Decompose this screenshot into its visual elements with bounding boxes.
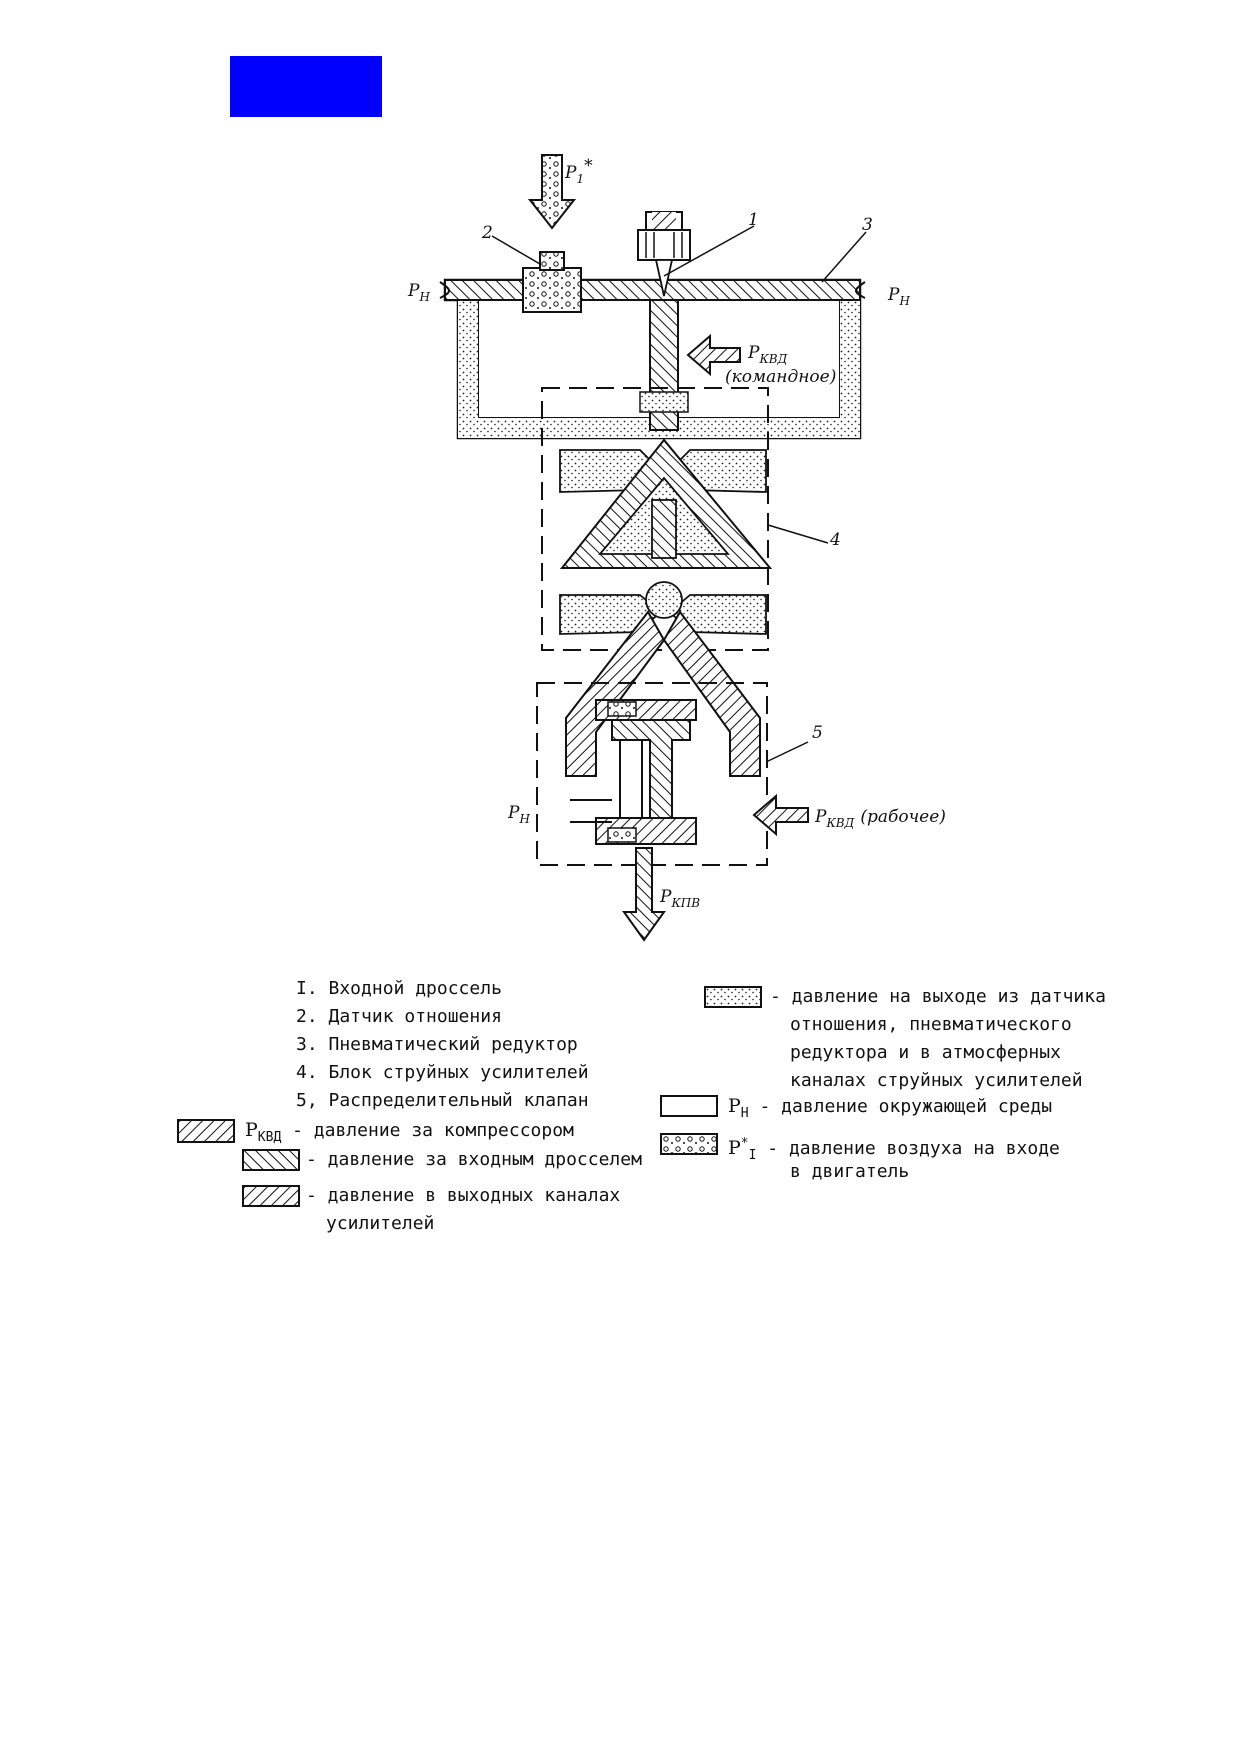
outlet-swatch — [242, 1185, 300, 1207]
legend-item-4: 4. Блок струйных усилителей — [296, 1062, 589, 1083]
ph-symbol: P — [728, 1095, 741, 1117]
inlet-throttle — [637, 211, 691, 297]
outlet-arrow — [622, 847, 666, 942]
amplifier-outlet-channels — [565, 610, 761, 777]
pkvd-symbol: P — [245, 1119, 258, 1141]
sensor-desc-3: редуктора и в атмосферных — [790, 1042, 1061, 1063]
svg-text:3: 3 — [862, 215, 873, 235]
jet-amplifier-block — [541, 387, 773, 651]
legend-item-1: I. Входной дроссель — [296, 978, 502, 999]
sensor-desc-2: отношения, пневматического — [790, 1014, 1072, 1035]
legend-item-2: 2. Датчик отношения — [296, 1006, 502, 1027]
ratio-sensor — [522, 251, 582, 313]
p1-sub: I — [748, 1148, 757, 1163]
inlet-label: P1* — [564, 156, 593, 186]
p1-swatch — [660, 1133, 718, 1155]
ph-valve-label: PH — [507, 803, 530, 826]
ph-sub: H — [740, 1106, 749, 1121]
callout-2: 2 — [481, 223, 541, 265]
legend-item-5: 5, Распределительный клапан — [296, 1090, 589, 1111]
callout-3: 3 — [821, 215, 873, 283]
ph-desc: - давление окружающей среды — [759, 1096, 1053, 1117]
svg-text:1: 1 — [748, 210, 759, 230]
ph-legend: PH - давление окружающей среды — [728, 1092, 1052, 1128]
pkvd-work-label: PКВД(рабочее) — [814, 807, 946, 830]
pkvd-desc: - давление за компрессором — [292, 1120, 574, 1141]
pkvd-swatch — [177, 1119, 235, 1143]
svg-text:2: 2 — [481, 223, 493, 243]
pkvd-command-label: PКВД — [747, 343, 788, 366]
p1-legend: P*I - давление воздуха на входе — [728, 1130, 1060, 1170]
outlet-desc-1: - давление в выходных каналах — [306, 1185, 621, 1206]
blue-block — [230, 56, 382, 117]
command-pressure-arrow — [686, 333, 741, 377]
legend-item-3: 3. Пневматический редуктор — [296, 1034, 578, 1055]
p1-desc-2: в двигатель — [790, 1161, 910, 1182]
callout-4: 4 — [767, 524, 841, 550]
ph-left-label: PH — [407, 281, 430, 304]
svg-text:4: 4 — [829, 530, 841, 550]
throttle-desc: - давление за входным дросселем — [306, 1149, 642, 1170]
callout-1: 1 — [663, 210, 759, 277]
sensor-desc-4: каналах струйных усилителей — [790, 1070, 1083, 1091]
svg-text:5: 5 — [812, 723, 823, 743]
outlet-desc-2: усилителей — [326, 1213, 435, 1234]
pkvd-legend: PКВД - давление за компрессором — [245, 1116, 574, 1152]
callout-5: 5 — [765, 723, 823, 763]
center-channel — [639, 299, 689, 431]
ph-swatch — [660, 1095, 718, 1117]
sensor-swatch — [704, 986, 762, 1008]
sensor-desc-1: - давление на выходе из датчика — [770, 986, 1106, 1007]
pkvd-sub: КВД — [257, 1130, 282, 1145]
command-note: (командное) — [725, 367, 836, 387]
p1-desc-1: - давление воздуха на входе — [767, 1138, 1060, 1159]
p1-sup: * — [740, 1136, 749, 1151]
p1-symbol: P — [728, 1137, 741, 1159]
throttle-swatch — [242, 1149, 300, 1171]
work-pressure-arrow — [752, 793, 809, 837]
inlet-arrow — [527, 154, 577, 230]
pkpv-label: PКПВ — [659, 887, 700, 910]
ph-right-label: PH — [887, 285, 910, 308]
